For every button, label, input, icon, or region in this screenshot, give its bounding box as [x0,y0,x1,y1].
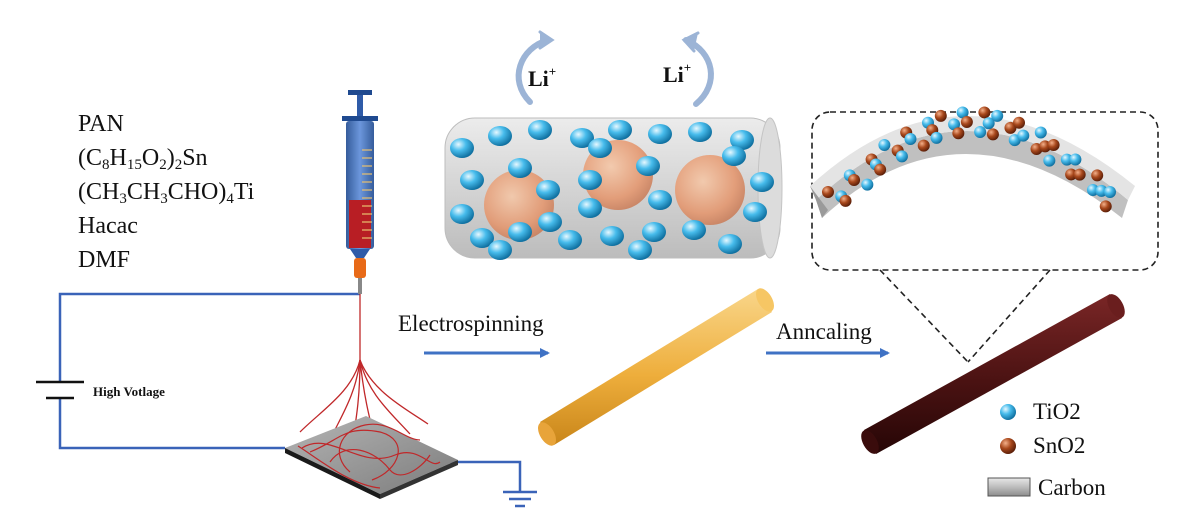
ground-symbol [503,490,537,508]
tio2-particle [450,138,474,158]
curved-carbon-fiber [810,106,1135,218]
tio2-particle [682,220,706,240]
collector-plate [285,416,458,499]
sno2-core-particle [675,155,745,225]
annealing-label: Anncaling [776,319,872,344]
precursor-sn: (C8H15O2)2Sn [78,145,208,173]
tio2-particle [642,222,666,242]
sno2-particle [839,194,852,207]
sno2-particle [1073,168,1086,181]
sno2-particle [1091,169,1104,182]
legend-tio2-label: TiO2 [1033,399,1081,424]
tio2-particle [588,138,612,158]
sno2-particle [848,173,861,186]
sno2-particle [986,128,999,141]
pan-fiber [538,288,774,446]
tio2-particle [648,190,672,210]
tio2-particle [570,128,594,148]
sno2-particle [1065,168,1078,181]
tio2-particle [450,204,474,224]
tio2-particle [1043,154,1056,167]
tio2-particle [861,178,874,191]
electrospinning-label: Electrospinning [398,311,544,336]
tio2-particle [904,132,917,145]
tio2-particle [488,126,512,146]
tio2-particle [982,117,995,130]
tio2-particle [688,122,712,142]
tio2-particle [508,222,532,242]
lithium-ion-label-left: Li+ [528,64,557,91]
tio2-particle [1017,129,1030,142]
tio2-particle [1060,153,1073,166]
precursor-dmf: DMF [78,247,131,273]
sno2-particle [934,109,947,122]
battery-symbol [36,380,84,400]
tio2-particle [608,120,632,140]
tio2-particle [488,240,512,260]
sno2-particle [960,116,973,129]
precursor-hacac: Hacac [78,213,138,239]
sno2-particle [1013,116,1025,129]
sno2-particle [874,163,887,176]
tio2-particle [743,202,767,222]
tio2-particle [460,170,484,190]
tio2-particle [956,106,969,119]
legend-markers [987,404,1031,497]
tio2-particle [878,138,891,151]
sno2-particle [1099,200,1112,213]
tio2-particle [508,158,532,178]
precursor-ti: (CH3CH3CHO)4Ti [78,179,255,207]
sno2-particle [1047,138,1060,151]
tio2-particle [636,156,660,176]
tio2-particle [895,150,908,163]
lithium-cycle-arrows [515,30,714,107]
tio2-particle [600,226,624,246]
lithium-ion-label-right: Li+ [663,60,692,87]
tio2-particle [991,109,1004,122]
carbon-fiber [861,294,1125,454]
tio2-particle [578,170,602,190]
syringe [342,90,378,294]
tio2-particle [750,172,774,192]
sno2-legend-marker [1000,438,1016,454]
tio2-particle [974,126,987,139]
tio2-particle [528,120,552,140]
tio2-particle [538,212,562,232]
sno2-particle [952,127,965,140]
tio2-particle [628,240,652,260]
tio2-particle [1104,186,1116,198]
sno2-particle [917,139,930,152]
tio2-particle [470,228,494,248]
tio2-particle [1069,153,1082,166]
tio2-nanoparticles [450,120,774,260]
tio2-particle [930,131,943,144]
tio2-particle [730,130,754,150]
tio2-particle [558,230,582,250]
tio2-particle [722,146,746,166]
circuit-wires [58,292,522,492]
precursor-pan: PAN [78,111,124,137]
composite-fiber-cross-section [444,117,783,260]
tio2-particle [648,124,672,144]
tio2-legend-marker [1000,404,1016,420]
sno2-particle [978,106,991,119]
tio2-particle [578,198,602,218]
surface-nanoparticles [822,106,1116,213]
tio2-particle [1034,126,1047,139]
sno2-particle [822,186,834,198]
high-voltage-label: High Votlage [93,384,165,399]
carbon-legend-marker [987,477,1031,497]
tio2-particle [718,234,742,254]
legend-carbon-label: Carbon [1038,475,1106,500]
legend-sno2-label: SnO2 [1033,433,1086,458]
tio2-particle [536,180,560,200]
